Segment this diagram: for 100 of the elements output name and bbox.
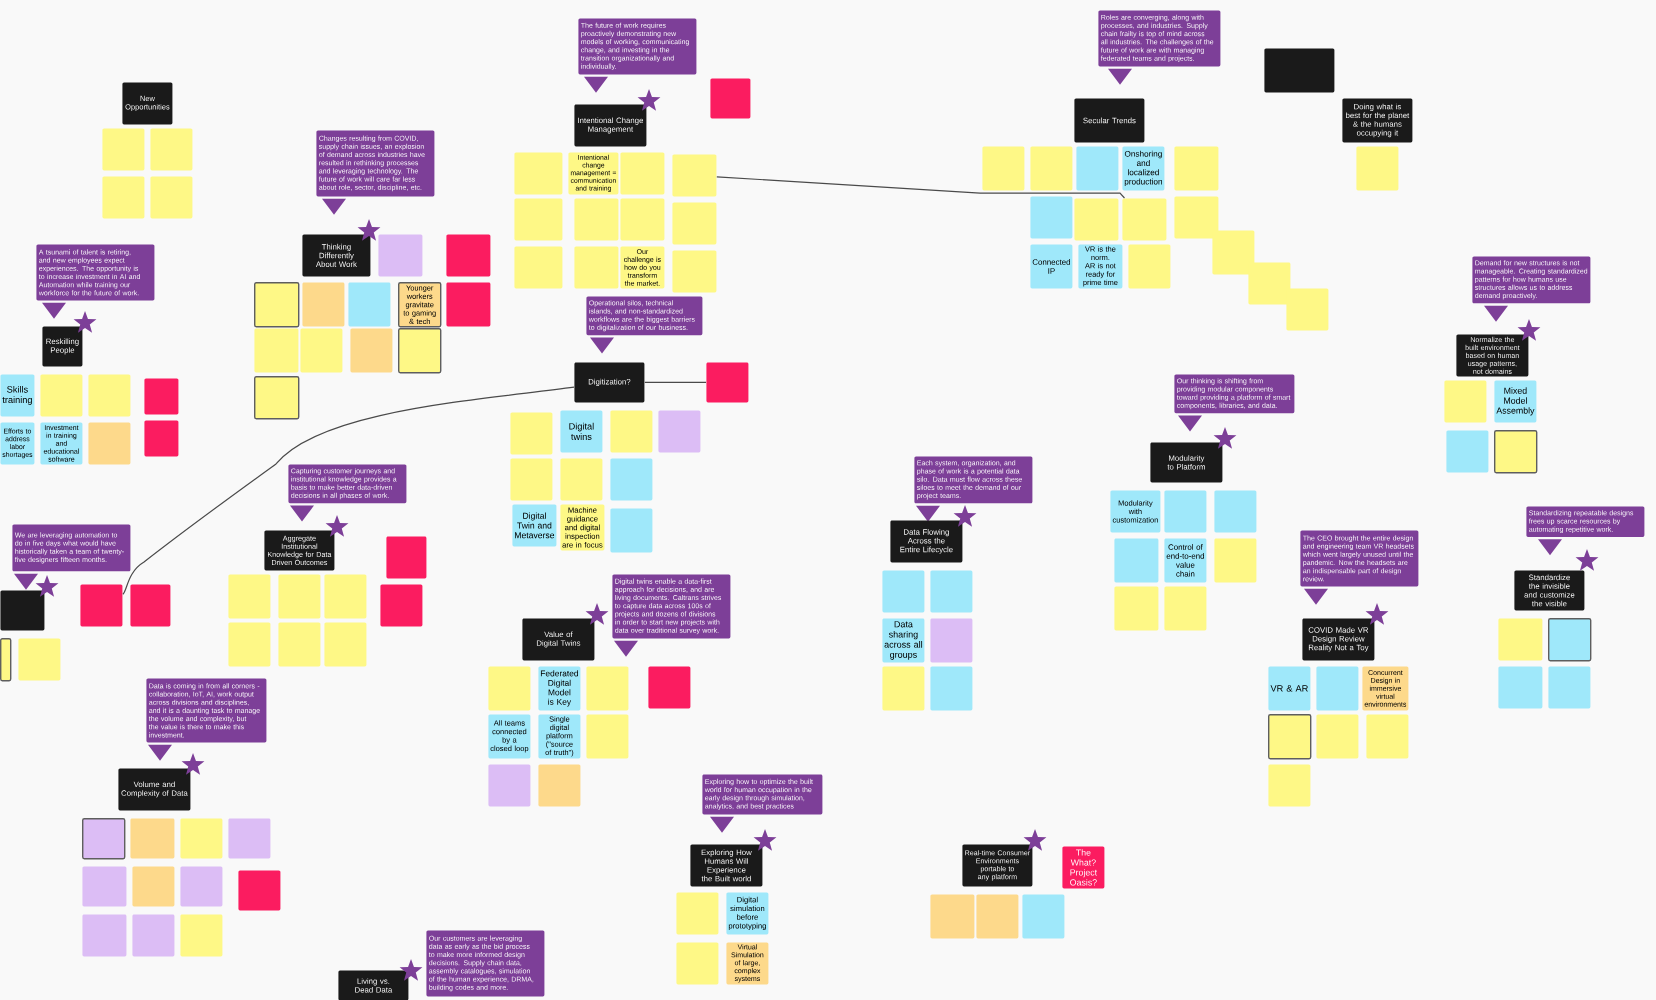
sticky-note bbox=[1212, 230, 1255, 275]
sticky-note bbox=[82, 914, 127, 957]
connector-line bbox=[644, 381, 707, 383]
sticky-note bbox=[1076, 146, 1119, 191]
sticky-note bbox=[88, 422, 131, 465]
sticky-note bbox=[254, 328, 299, 373]
sticky-note bbox=[1498, 666, 1543, 709]
sticky-note bbox=[278, 574, 321, 619]
sticky-note bbox=[350, 328, 393, 373]
sticky-note bbox=[560, 458, 603, 501]
sticky-note bbox=[144, 378, 179, 415]
sticky-note bbox=[930, 618, 973, 663]
sticky-note bbox=[102, 176, 145, 219]
sticky-note bbox=[510, 458, 553, 501]
sticky-note bbox=[150, 176, 193, 219]
sticky-note bbox=[1214, 538, 1257, 583]
sticky-note bbox=[1074, 198, 1119, 241]
sticky-note bbox=[1356, 146, 1399, 191]
sticky-note bbox=[982, 146, 1025, 191]
sticky-note bbox=[80, 584, 123, 627]
sticky-note bbox=[398, 328, 442, 374]
sticky-note bbox=[610, 458, 653, 501]
sticky-note bbox=[254, 376, 300, 420]
sticky-note bbox=[586, 666, 629, 711]
sticky-note bbox=[386, 536, 427, 579]
sticky-note bbox=[1164, 586, 1207, 631]
sticky-note bbox=[378, 234, 423, 277]
sticky-note bbox=[706, 362, 749, 403]
sticky-note bbox=[102, 128, 145, 171]
sticky-note bbox=[610, 508, 653, 553]
sticky-note bbox=[82, 817, 126, 860]
sticky-note bbox=[1174, 146, 1219, 191]
sticky-note bbox=[446, 234, 491, 277]
sticky-note bbox=[180, 818, 223, 859]
sticky-note bbox=[302, 282, 345, 327]
sticky-note bbox=[1498, 618, 1543, 661]
sticky-note bbox=[228, 818, 271, 859]
sticky-note bbox=[1174, 196, 1219, 239]
sticky-note bbox=[1164, 490, 1207, 533]
sticky-note bbox=[150, 128, 193, 171]
sticky-note bbox=[144, 420, 179, 457]
sticky-note bbox=[1446, 430, 1489, 473]
sticky-note bbox=[1214, 490, 1257, 533]
sticky-note bbox=[180, 914, 223, 957]
sticky-note bbox=[324, 574, 367, 619]
sticky-note bbox=[488, 666, 531, 711]
sticky-note bbox=[676, 942, 719, 985]
sticky-note bbox=[1022, 894, 1065, 939]
sticky-note bbox=[1114, 538, 1159, 583]
sticky-note bbox=[132, 914, 175, 957]
sticky-note bbox=[930, 570, 973, 613]
sticky-note bbox=[1286, 288, 1329, 331]
sticky-note bbox=[1030, 196, 1073, 239]
sticky-note bbox=[976, 894, 1019, 939]
sticky-note bbox=[1494, 430, 1538, 474]
sticky-note bbox=[610, 410, 653, 453]
sticky-note bbox=[380, 584, 423, 627]
sticky-note bbox=[620, 152, 665, 195]
sticky-note bbox=[132, 866, 175, 907]
sticky-note bbox=[510, 412, 553, 455]
sticky-note bbox=[1316, 666, 1359, 711]
sticky-note bbox=[300, 328, 343, 373]
sticky-note bbox=[1366, 714, 1409, 759]
sticky-note bbox=[676, 892, 719, 935]
sticky-note bbox=[1114, 586, 1159, 631]
sticky-note bbox=[1268, 764, 1311, 807]
sticky-note bbox=[514, 198, 563, 241]
sticky-note bbox=[574, 198, 619, 241]
sticky-note bbox=[40, 374, 83, 417]
sticky-note bbox=[278, 622, 321, 667]
sticky-note bbox=[658, 410, 701, 453]
sticky-note bbox=[180, 866, 223, 907]
sticky-note bbox=[18, 638, 61, 681]
sticky-note bbox=[586, 714, 629, 759]
sticky-note bbox=[348, 282, 391, 327]
sticky-note bbox=[88, 374, 131, 417]
sticky-note bbox=[672, 202, 717, 245]
sticky-note bbox=[1548, 666, 1591, 709]
sticky-note bbox=[1548, 618, 1592, 662]
sticky-note bbox=[538, 764, 581, 807]
connector-line bbox=[716, 176, 1126, 199]
sticky-note bbox=[620, 198, 665, 241]
sticky-note bbox=[514, 152, 563, 195]
sticky-note bbox=[648, 666, 691, 709]
connector-line bbox=[122, 386, 575, 595]
sticky-note bbox=[882, 666, 925, 711]
sticky-note bbox=[930, 894, 975, 939]
sticky-note bbox=[1268, 713, 1312, 760]
sticky-note bbox=[82, 866, 127, 907]
sticky-note bbox=[1122, 198, 1167, 241]
sticky-note bbox=[1316, 714, 1359, 759]
sticky-note bbox=[672, 250, 717, 293]
sticky-note bbox=[324, 622, 367, 667]
sticky-note bbox=[228, 574, 271, 619]
sticky-note bbox=[254, 282, 300, 328]
sticky-note bbox=[882, 570, 925, 613]
sticky-note bbox=[1444, 380, 1487, 423]
sticky-note bbox=[710, 78, 751, 119]
sticky-note bbox=[1248, 262, 1291, 305]
sticky-note bbox=[1128, 244, 1171, 289]
